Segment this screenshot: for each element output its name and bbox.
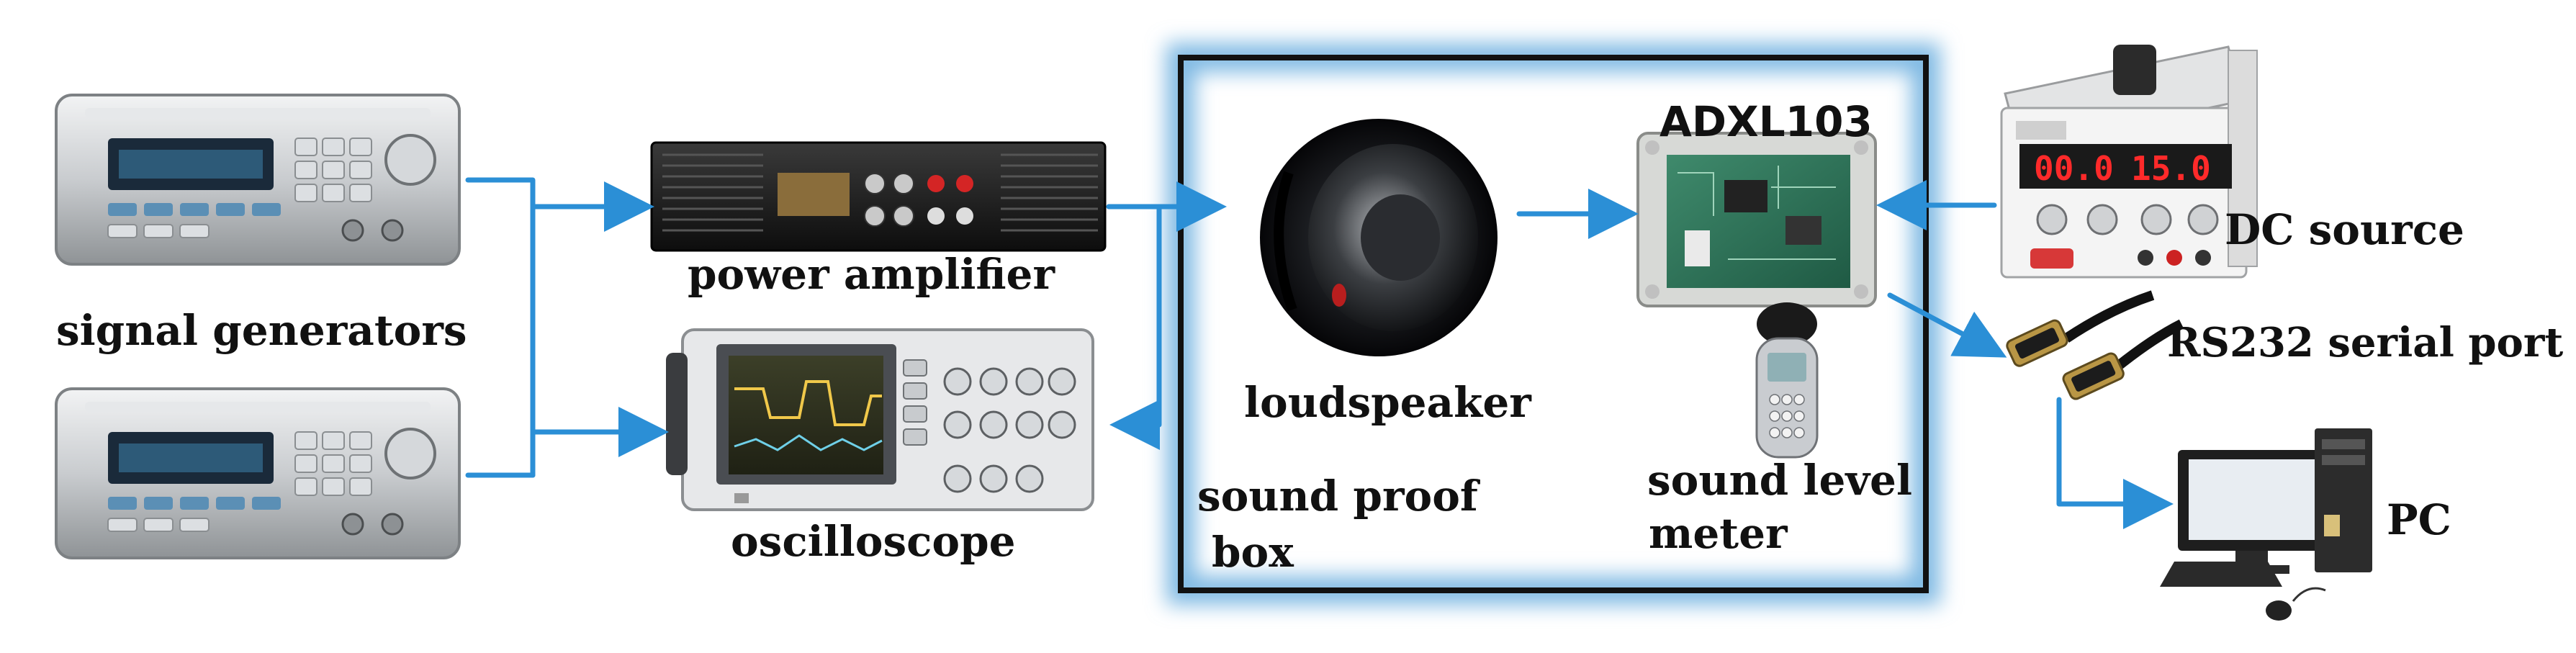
label-rs232-serial-port: RS232 serial port — [2167, 319, 2564, 366]
dc-display-voltage: 00.0 — [2034, 149, 2114, 188]
label-sound-level-meter-line1: sound level — [1647, 456, 1912, 505]
label-adxl103: ADXL103 — [1659, 97, 1873, 146]
signal-generator-top-icon — [55, 94, 461, 266]
label-sound-proof-box-line1: sound proof — [1197, 472, 1478, 521]
label-oscilloscope: oscilloscope — [731, 517, 1016, 566]
box-to-oscilloscope — [1109, 204, 1162, 450]
connection-lines — [465, 177, 2174, 529]
label-signal-generators: signal generators — [56, 306, 467, 355]
label-sound-level-meter-line2: meter — [1649, 509, 1788, 558]
label-sound-proof-box-line2: box — [1212, 528, 1294, 577]
dc-source-icon: 00.0 15.0 — [2000, 45, 2258, 279]
label-dc-source: DC source — [2225, 205, 2464, 254]
sound-level-meter-icon — [1755, 302, 1819, 459]
dc-display-current: 15.0 — [2131, 149, 2211, 188]
adxl103-sensor-icon — [1636, 132, 1877, 307]
signal-generator-bottom-icon — [55, 387, 461, 559]
sensor-to-rs232 — [1887, 292, 2007, 358]
gen-top-to-junction — [465, 177, 536, 478]
label-loudspeaker: loudspeaker — [1244, 378, 1531, 427]
oscilloscope-icon — [666, 328, 1094, 511]
label-pc: PC — [2387, 495, 2451, 544]
pc-icon — [2160, 428, 2372, 621]
rs232-connector-icon — [2006, 290, 2184, 400]
power-amplifier-icon — [650, 141, 1107, 252]
rs232-to-pc — [2056, 397, 2174, 529]
loudspeaker-icon — [1260, 119, 1498, 356]
label-power-amplifier: power amplifier — [688, 250, 1055, 299]
sound-proof-box — [1178, 55, 1929, 593]
